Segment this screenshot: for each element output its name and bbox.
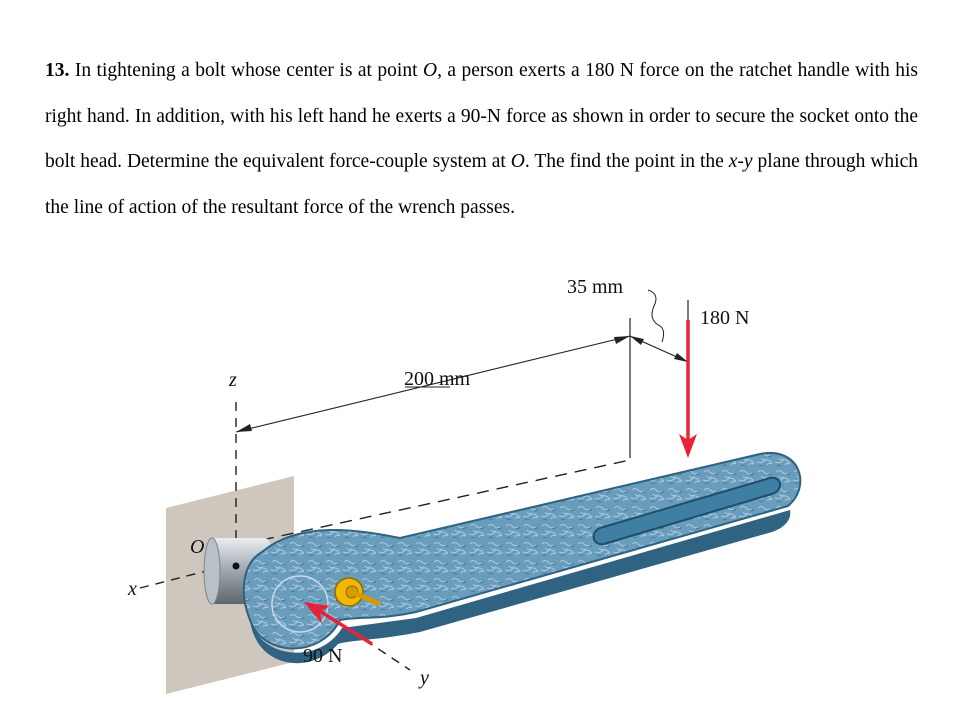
- wrench-slot: [592, 476, 781, 546]
- point-o-ref: O: [422, 60, 438, 81]
- dim-35-leader: [647, 289, 665, 343]
- point-o-dot: [232, 562, 240, 570]
- force-90-arrow: [317, 608, 373, 646]
- problem-text-2: , a person exerts a 180 N force on the r…: [45, 60, 918, 172]
- problem-statement: 13. In tightening a bolt whose center is…: [45, 48, 918, 230]
- reference-dash: [261, 459, 631, 541]
- dim-200-label: 200 mm: [404, 368, 471, 390]
- dim-35-arrow-left: [630, 336, 644, 345]
- socket-face: [203, 537, 221, 605]
- wrench-edge: [250, 510, 791, 664]
- y-axis: [364, 639, 411, 671]
- problem-text-3: . The find the point in the: [524, 151, 729, 172]
- axis-y-label: y: [418, 667, 429, 689]
- problem-text-1: In tightening a bolt whose center is at …: [69, 60, 423, 81]
- axis-x-label: x: [127, 578, 137, 600]
- dim-35-label: 35 mm: [567, 276, 624, 298]
- force-90-arrowhead: [304, 602, 330, 624]
- dim-200-line: [235, 335, 631, 433]
- wrench-head-ring: [271, 575, 329, 633]
- plane-ref: x-y: [728, 151, 753, 172]
- problem-number: 13.: [45, 60, 70, 81]
- point-o-ref-2: O: [510, 151, 525, 172]
- dim-200-arrow-right: [614, 336, 630, 344]
- dim-35-arrow-right: [674, 353, 688, 362]
- problem-text-4: plane through which the line of action o…: [45, 151, 918, 218]
- ratchet-lever: [349, 589, 381, 606]
- axis-z-label: z: [228, 369, 237, 391]
- dim-200-arrow-left: [236, 424, 252, 432]
- wrench-handle: [242, 451, 802, 650]
- force-90-label: 90 N: [303, 645, 342, 667]
- x-axis: [139, 569, 211, 589]
- point-o-label: O: [190, 536, 204, 558]
- force-180-arrowhead: [679, 434, 697, 458]
- force-180-label: 180 N: [700, 307, 749, 329]
